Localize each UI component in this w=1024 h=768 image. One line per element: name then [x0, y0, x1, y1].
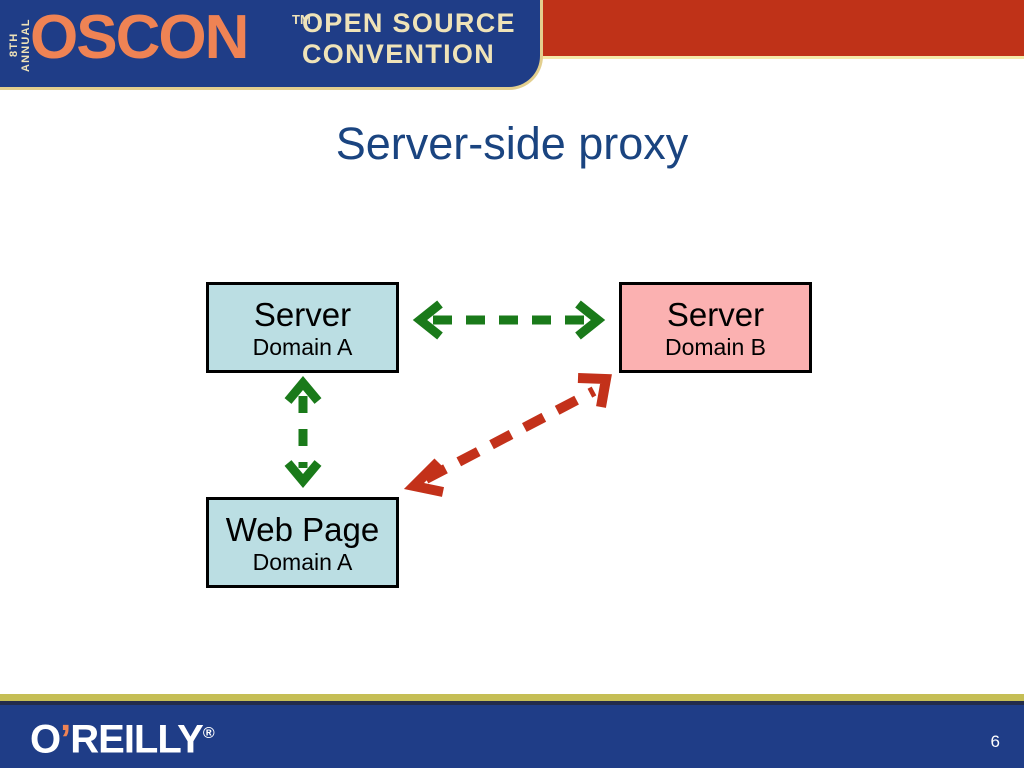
node-title: Server — [666, 296, 765, 333]
connector-server-a-to-web-page — [284, 375, 322, 489]
oscon-subtitle: OPEN SOURCE CONVENTION — [302, 8, 516, 70]
footer-gold-rule — [0, 694, 1024, 701]
oscon-wordmark: OSCON — [30, 3, 249, 72]
slide-header: 8TH ANNUAL OSCON TM OPEN SOURCE CONVENTI… — [0, 0, 1024, 92]
connector-web-page-to-server-b — [403, 373, 612, 497]
page-title: Server-side proxy — [335, 118, 689, 169]
oscon-subtitle-line1: OPEN SOURCE — [302, 8, 516, 38]
slide-footer: O’REILLY® 6 — [0, 694, 1024, 768]
oreilly-brand-rest: REILLY — [70, 717, 204, 762]
node-server-domain-b[interactable]: Server Domain B — [619, 282, 812, 373]
oreilly-apostrophe: ’ — [60, 717, 71, 762]
node-server-domain-a[interactable]: Server Domain A — [206, 282, 399, 373]
trademark-symbol: TM — [292, 12, 311, 27]
registered-trademark-icon: ® — [202, 725, 215, 742]
node-subtitle: Domain A — [252, 549, 353, 575]
oscon-subtitle-line2: CONVENTION — [302, 39, 496, 69]
node-title: Web Page — [225, 511, 380, 548]
node-web-page-domain-a[interactable]: Web Page Domain A — [206, 497, 399, 588]
node-title: Server — [253, 296, 352, 333]
footer-navy-band — [0, 705, 1024, 768]
oscon-logo-badge: 8TH ANNUAL OSCON TM OPEN SOURCE CONVENTI… — [0, 0, 543, 90]
connector-server-a-to-server-b — [412, 300, 606, 340]
footer-dark-rule — [0, 701, 1024, 705]
oreilly-brand-o: O — [30, 717, 61, 762]
node-subtitle: Domain B — [665, 334, 766, 360]
node-subtitle: Domain A — [252, 334, 353, 360]
page-number: 6 — [990, 732, 1000, 751]
oreilly-logo: O’REILLY® — [30, 712, 215, 762]
